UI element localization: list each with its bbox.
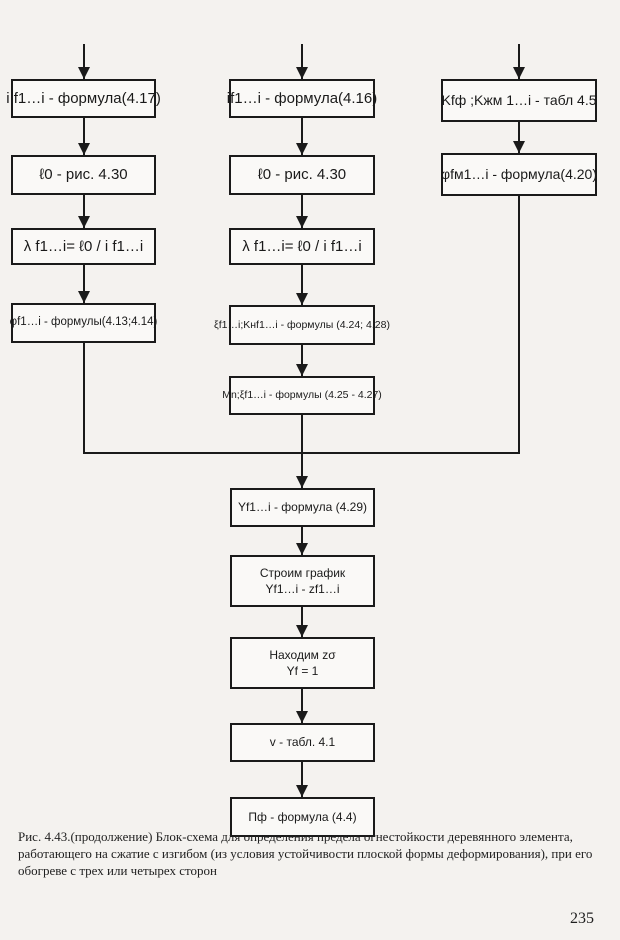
box-fire-resistance-formula: Пф - формула (4.4) (230, 797, 375, 837)
box-v-table: v - табл. 4.1 (230, 723, 375, 762)
find-z-condition: Yf = 1 (286, 664, 319, 678)
box-y-formula: Yf1…i - формула (4.29) (230, 488, 375, 527)
build-graph-expression: Yf1…i - zf1…i (265, 582, 340, 596)
box-c1-phi-formulas: φf1…i - формулы(4.13;4.14) (10, 303, 157, 343)
box-c2-length: ℓ0 - рис. 4.30 (229, 155, 375, 195)
box-c2-slenderness: λ f1…i= ℓ0 / i f1…i (229, 228, 375, 265)
page-number: 235 (570, 910, 594, 927)
figure-caption: Рис. 4.43.(продолжение) Блок-схема для о… (18, 829, 593, 879)
box-c3-k-table: Kfф ;Kжм 1…i - табл 4.5 (441, 79, 597, 122)
box-c2-radius-formula: if1…i - формула(4.16) (227, 79, 377, 118)
find-z-title: Находим zσ (269, 647, 336, 662)
box-c3-phi-formula: φfм1…i - формула(4.20) (441, 153, 597, 196)
build-graph-title: Строим график (259, 565, 346, 580)
box-c1-length: ℓ0 - рис. 4.30 (11, 155, 156, 195)
box-c2-mn-xi-formulas: Mn;ξf1…i - формулы (4.25 - 4.27) (222, 376, 382, 415)
box-c2-xi-kn-formulas: ξf1…i;Kнf1…i - формулы (4.24; 4.28) (214, 305, 390, 345)
box-c1-radius-formula: i f1…i - формула(4.17) (6, 79, 161, 118)
box-find-z: Находим zσ Yf = 1 (230, 637, 375, 689)
box-c1-slenderness: λ f1…i= ℓ0 / i f1…i (11, 228, 156, 265)
box-build-graph: Строим график Yf1…i - zf1…i (230, 555, 375, 607)
